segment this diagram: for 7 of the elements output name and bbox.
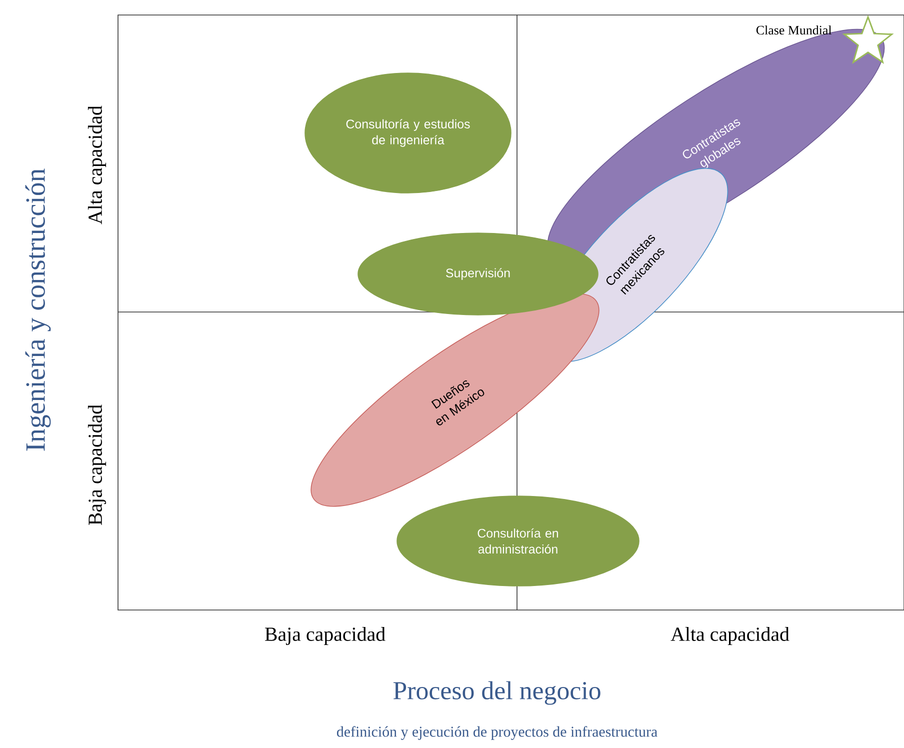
axis-label: Alta capacidad bbox=[88, 106, 106, 224]
axis-label: Baja capacidad bbox=[265, 626, 386, 646]
axis-title: Proceso del negocio bbox=[393, 681, 600, 705]
axis-subtitle: definición y ejecución de proyectos de infraestructura bbox=[336, 726, 658, 740]
axis-label: Alta capacidad bbox=[670, 626, 790, 646]
axis-title: Ingeniería y construcción bbox=[25, 168, 51, 451]
axis-label: Baja capacidad bbox=[88, 404, 106, 525]
